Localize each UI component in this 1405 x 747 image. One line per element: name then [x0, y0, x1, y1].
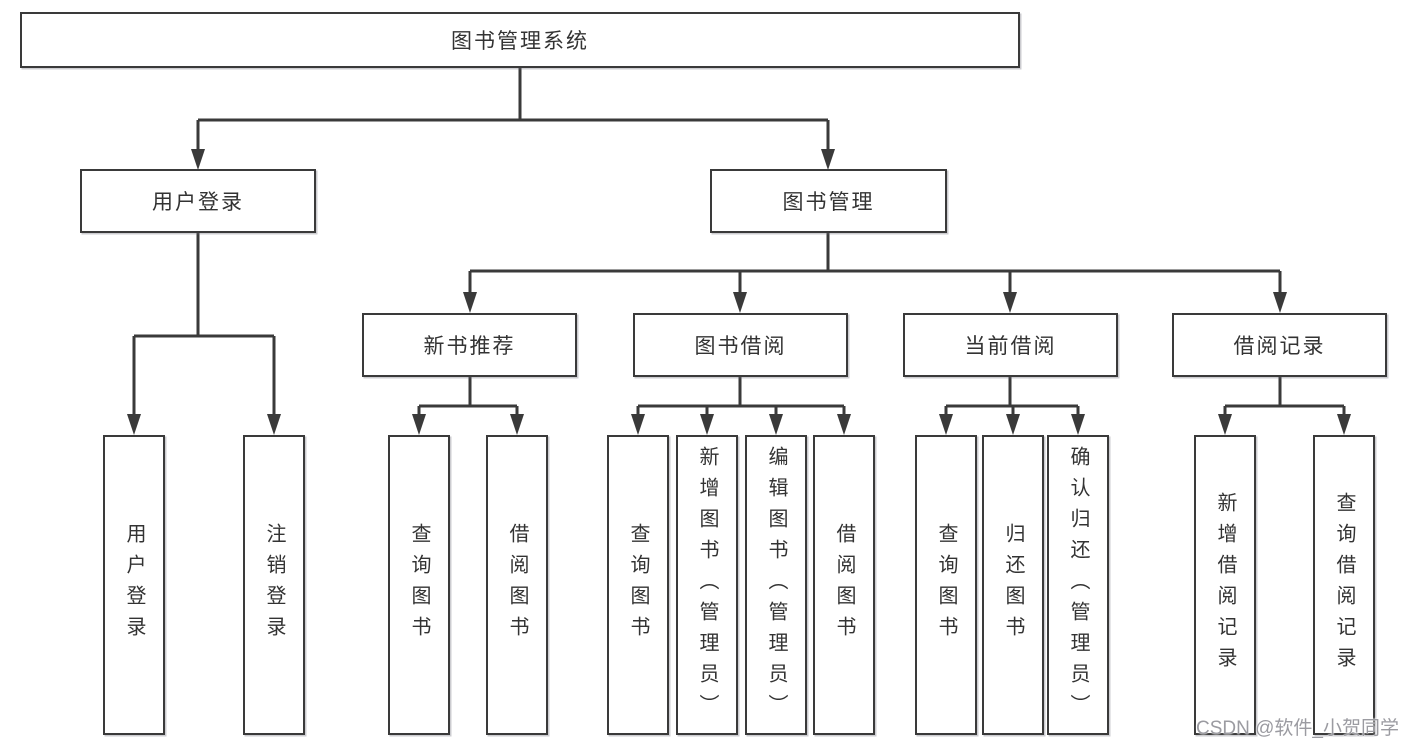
- leaf-current-query-books: 查询图书: [915, 435, 977, 735]
- node-book-borrowing-label: 图书借阅: [694, 335, 787, 358]
- leaf-borrowing-edit-books-admin-label: 编辑图书（管理员）: [765, 445, 787, 725]
- leaf-records-add-record-label: 新增借阅记录: [1214, 492, 1236, 678]
- node-current-borrowing: 当前借阅: [903, 313, 1118, 377]
- node-current-borrowing-label: 当前借阅: [964, 335, 1057, 358]
- node-new-book-recommend-label: 新书推荐: [423, 335, 516, 358]
- leaf-current-return-books: 归还图书: [982, 435, 1044, 735]
- leaf-current-confirm-return-admin: 确认归还（管理员）: [1047, 435, 1109, 735]
- leaf-borrowing-query-books: 查询图书: [607, 435, 669, 735]
- leaf-borrowing-add-books-admin: 新增图书（管理员）: [676, 435, 738, 735]
- leaf-borrowing-add-books-admin-label: 新增图书（管理员）: [696, 445, 718, 725]
- leaf-user-login: 用户登录: [103, 435, 165, 735]
- node-new-book-recommend: 新书推荐: [362, 313, 577, 377]
- node-root-label: 图书管理系统: [451, 30, 589, 53]
- node-root: 图书管理系统: [20, 12, 1020, 68]
- tree-branch-lines: [134, 68, 1344, 408]
- leaf-recommend-query-books-label: 查询图书: [408, 523, 430, 647]
- leaf-logout: 注销登录: [243, 435, 305, 735]
- node-user-login-module-label: 用户登录: [152, 191, 244, 214]
- leaf-records-query-record-label: 查询借阅记录: [1333, 492, 1355, 678]
- leaf-borrowing-borrow-books-label: 借阅图书: [833, 523, 855, 647]
- node-borrowing-records: 借阅记录: [1172, 313, 1387, 377]
- arrow-stem-lines: [132, 120, 1346, 418]
- leaf-logout-label: 注销登录: [263, 523, 285, 647]
- csdn-watermark: CSDN @软件_小贺同学: [1196, 718, 1399, 739]
- leaf-records-add-record: 新增借阅记录: [1194, 435, 1256, 735]
- leaf-borrowing-borrow-books: 借阅图书: [813, 435, 875, 735]
- node-book-management-module: 图书管理: [710, 169, 947, 233]
- leaf-recommend-query-books: 查询图书: [388, 435, 450, 735]
- leaf-current-return-books-label: 归还图书: [1002, 523, 1024, 647]
- leaf-borrowing-edit-books-admin: 编辑图书（管理员）: [745, 435, 807, 735]
- node-book-management-module-label: 图书管理: [782, 191, 875, 214]
- leaf-borrowing-query-books-label: 查询图书: [627, 523, 649, 647]
- leaf-current-confirm-return-admin-label: 确认归还（管理员）: [1067, 445, 1089, 725]
- node-user-login-module: 用户登录: [80, 169, 316, 233]
- node-borrowing-records-label: 借阅记录: [1233, 335, 1326, 358]
- leaf-records-query-record: 查询借阅记录: [1313, 435, 1375, 735]
- arrowhead-icons: [127, 149, 1351, 435]
- leaf-recommend-borrow-books-label: 借阅图书: [506, 523, 528, 647]
- leaf-user-login-label: 用户登录: [123, 523, 145, 647]
- leaf-recommend-borrow-books: 借阅图书: [486, 435, 548, 735]
- node-book-borrowing: 图书借阅: [633, 313, 848, 377]
- leaf-current-query-books-label: 查询图书: [935, 523, 957, 647]
